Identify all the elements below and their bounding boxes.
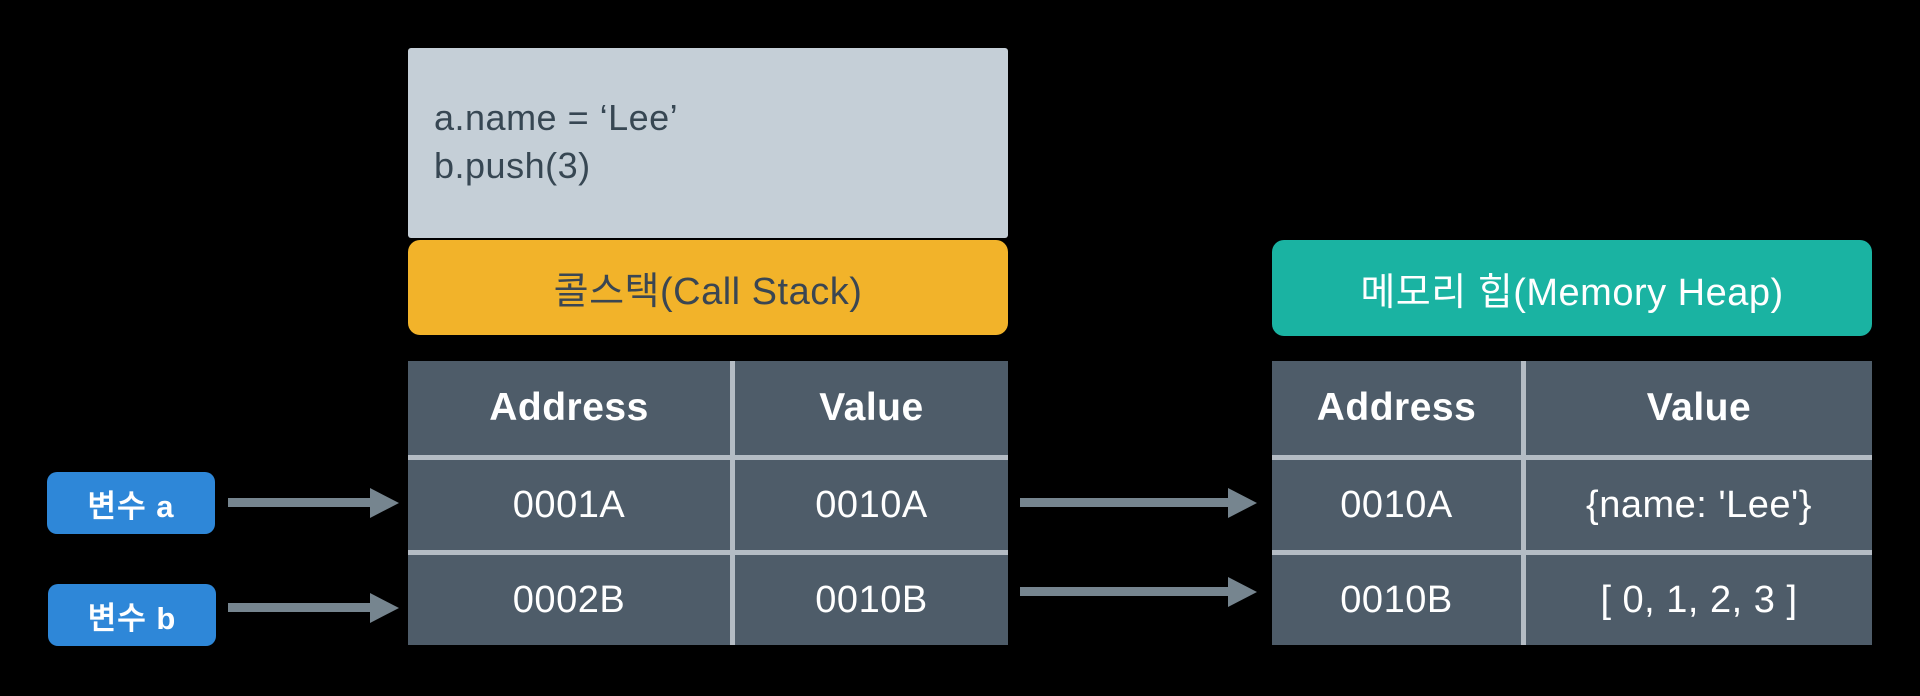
variable-b-badge: 변수 b: [48, 584, 216, 646]
call-stack-title: 콜스택(Call Stack): [408, 240, 1008, 335]
call-stack-header-address: Address: [408, 361, 730, 455]
code-line-1: a.name = ‘Lee’: [434, 97, 679, 138]
arrow-shaft: [228, 498, 372, 507]
memory-heap-row2-address: 0010B: [1272, 555, 1521, 645]
arrow-right-icon: [1228, 577, 1257, 607]
arrow-right-icon: [370, 488, 399, 518]
memory-heap-table: Address Value 0010A {name: 'Lee'} 0010B …: [1272, 361, 1872, 645]
memory-heap-title: 메모리 힙(Memory Heap): [1272, 240, 1872, 336]
memory-heap-row1-address: 0010A: [1272, 460, 1521, 550]
memory-heap-header-address: Address: [1272, 361, 1521, 455]
arrow-shaft: [1020, 587, 1228, 596]
call-stack-row1-address: 0001A: [408, 460, 730, 550]
call-stack-row1-value: 0010A: [735, 460, 1008, 550]
variable-a-badge: 변수 a: [47, 472, 215, 534]
call-stack-row2-value: 0010B: [735, 555, 1008, 645]
arrow-shaft: [228, 603, 372, 612]
memory-heap-header-value: Value: [1526, 361, 1872, 455]
code-line-2: b.push(3): [434, 145, 591, 186]
memory-heap-row2-value: [ 0, 1, 2, 3 ]: [1526, 555, 1872, 645]
call-stack-row2-address: 0002B: [408, 555, 730, 645]
code-snippet-box: a.name = ‘Lee’ b.push(3): [408, 48, 1008, 238]
arrow-right-icon: [1228, 488, 1257, 518]
call-stack-header-value: Value: [735, 361, 1008, 455]
memory-heap-row1-value: {name: 'Lee'}: [1526, 460, 1872, 550]
call-stack-table: Address Value 0001A 0010A 0002B 0010B: [408, 361, 1008, 645]
arrow-right-icon: [370, 593, 399, 623]
arrow-shaft: [1020, 498, 1228, 507]
